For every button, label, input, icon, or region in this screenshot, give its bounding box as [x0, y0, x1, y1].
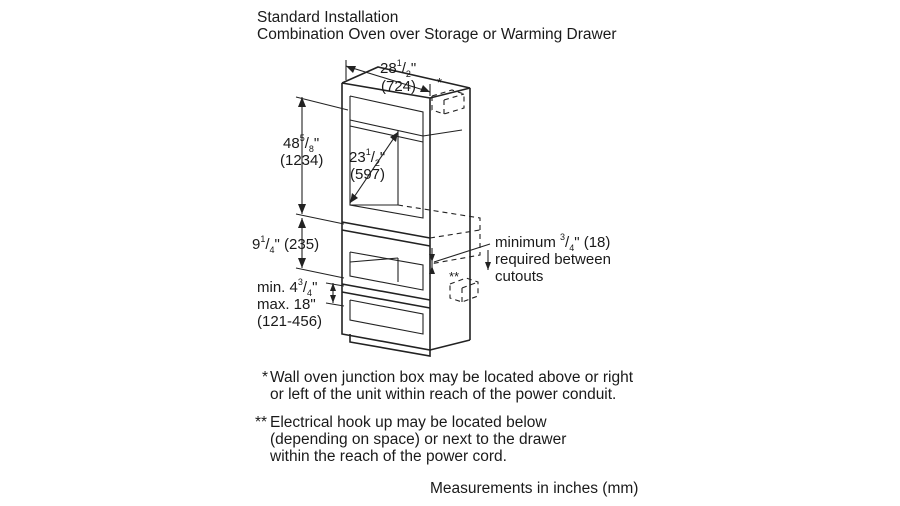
storage-top-edge-inner [341, 291, 431, 309]
drawer-divider-bottom [341, 229, 431, 247]
cabinet-top-outline [341, 66, 471, 99]
diagram-subtitle: Combination Oven over Storage or Warming… [257, 26, 617, 43]
junction-box-top-edge [443, 93, 465, 101]
oven-cutout-dashed-outline [397, 204, 481, 265]
storage-cutout-frame [349, 299, 424, 335]
note-double-marker: ** [255, 414, 268, 431]
dim-right-gap-arrow [485, 262, 491, 270]
dim-cutout-height-label: 485/8" [283, 133, 320, 154]
junction-box-bottom-edge [461, 281, 479, 289]
dim-inner-width-arrow-bottom [350, 193, 358, 203]
junction-box-bottom [449, 277, 479, 303]
dim-spacing-leader [433, 243, 491, 263]
note-double-line1: Electrical hook up may be located below [270, 414, 547, 431]
dim-inner-width-label: 231/2" [349, 147, 386, 168]
dim-cutout-height-arrow-top [298, 97, 306, 107]
note-double-line2: (depending on space) or next to the draw… [270, 431, 567, 448]
dim-floor-gap-ext-top [325, 282, 345, 287]
storage-top-edge [341, 283, 431, 301]
note-single-marker: * [262, 369, 269, 386]
note-single-line1: Wall oven junction box may be located ab… [270, 369, 634, 386]
junction-box-top [431, 89, 465, 115]
drawer-cutout-frame [349, 251, 424, 291]
dim-cutout-height-arrow-bottom [298, 204, 306, 214]
dim-cutout-height-ext-top [295, 96, 349, 111]
junction-box-marker-double: ** [449, 269, 460, 284]
dim-floor-gap-max: max. 18" [257, 296, 316, 313]
oven-cutout-top-rail [349, 119, 424, 137]
dim-drawer-height-ext-bottom [295, 267, 345, 279]
oven-cutout-top-rail-inner [349, 125, 424, 143]
cabinet-side-bottom-edge [429, 339, 471, 351]
drawer-divider-top [341, 221, 431, 239]
junction-box-marker-single: * [437, 75, 443, 90]
dim-spacing-arrow-bottom [429, 266, 435, 274]
dim-floor-gap-arrow-bottom [330, 295, 336, 303]
dim-spacing-line3: cutouts [495, 268, 544, 285]
dim-floor-gap-mm: (121-456) [257, 313, 323, 330]
dim-floor-gap-ext-bottom [325, 302, 345, 307]
dim-top-width-line [345, 65, 431, 93]
base-toe-kick [349, 334, 431, 357]
dim-cutout-height-mm: (1234) [280, 152, 324, 169]
dim-inner-width-mm: (597) [350, 166, 386, 183]
dim-floor-gap-arrow-top [330, 283, 336, 291]
dim-drawer-height-arrow-bottom [298, 258, 306, 268]
dim-top-width-label: 281/2" [380, 58, 417, 79]
dim-inner-width-arrow-top [390, 132, 398, 142]
drawer-cutout-inner-line [349, 257, 399, 263]
units-note: Measurements in inches (mm) [430, 480, 639, 497]
dim-top-width-arrow-right [420, 85, 430, 92]
dim-inner-width-line [349, 131, 399, 204]
note-single-line2: or left of the unit within reach of the … [270, 386, 617, 403]
oven-cutout-dashed-side [429, 229, 481, 239]
oven-cavity-depth-line [422, 129, 463, 137]
dim-spacing-label: minimum 3/4" (18) [495, 232, 611, 253]
dim-top-width-arrow-left [346, 66, 356, 73]
diagram-title: Standard Installation [257, 9, 399, 26]
note-double-line3: within the reach of the power cord. [270, 448, 507, 465]
dim-drawer-height-arrow-top [298, 218, 306, 228]
dim-spacing-line2: required between [495, 251, 611, 268]
oven-cutout-frame [349, 95, 424, 219]
dim-top-width-mm: (724) [381, 78, 417, 95]
dim-cutout-height-ext-bottom [295, 213, 345, 225]
dim-spacing-arrow-top [429, 254, 435, 262]
dim-floor-gap-min: min. 43/4" [257, 277, 318, 298]
dim-drawer-height-label: 91/4" (235) [252, 234, 320, 255]
